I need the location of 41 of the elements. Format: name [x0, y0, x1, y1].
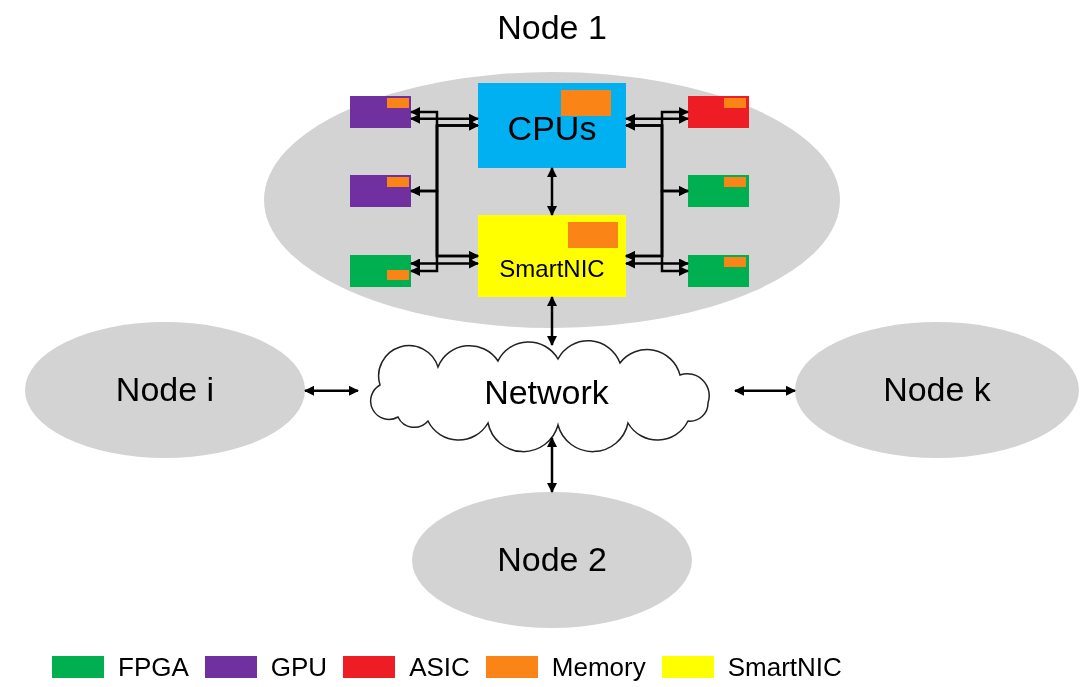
connector-arrow — [410, 186, 479, 261]
connector-arrow — [625, 113, 689, 124]
accelerator-card — [350, 175, 411, 207]
node-label: Network — [483, 375, 610, 409]
box-label: SmartNIC — [498, 254, 606, 281]
node-label: Node 1 — [496, 10, 608, 44]
memory-block — [387, 177, 409, 187]
accelerator-card — [688, 255, 749, 287]
node-label: Node i — [114, 372, 216, 406]
memory-block — [387, 98, 409, 108]
accelerator-card — [350, 96, 411, 128]
connector-arrow — [304, 385, 359, 396]
memory-block — [568, 222, 618, 248]
connector-arrow — [625, 120, 689, 276]
legend-label: SmartNIC — [727, 654, 842, 680]
connector-arrow — [410, 258, 479, 269]
connector-arrow — [625, 258, 689, 269]
legend-label: Memory — [551, 654, 646, 680]
legend-label: ASIC — [409, 654, 470, 680]
memory-block — [724, 257, 746, 267]
connector-arrow — [547, 296, 557, 346]
node-label: Node k — [882, 372, 992, 406]
processor-box — [478, 83, 626, 168]
box-label: CPUs — [506, 108, 598, 145]
connector-arrow — [410, 120, 479, 276]
memory-block — [724, 177, 746, 187]
connector-arrow — [547, 437, 557, 493]
memory-block — [387, 270, 409, 280]
accelerator-card — [688, 175, 749, 207]
smartnic-box — [478, 215, 626, 297]
legend-label: FPGA — [118, 654, 189, 680]
connector-arrow — [547, 167, 557, 216]
connector-arrow — [410, 113, 479, 124]
accelerator-card — [688, 96, 749, 128]
legend-label: GPU — [270, 654, 328, 680]
connector-arrow — [734, 385, 796, 396]
connector-arrow — [625, 186, 689, 261]
node-label: Node 2 — [496, 542, 608, 576]
memory-block — [561, 90, 611, 116]
accelerator-card — [350, 255, 411, 287]
memory-block — [724, 98, 746, 108]
